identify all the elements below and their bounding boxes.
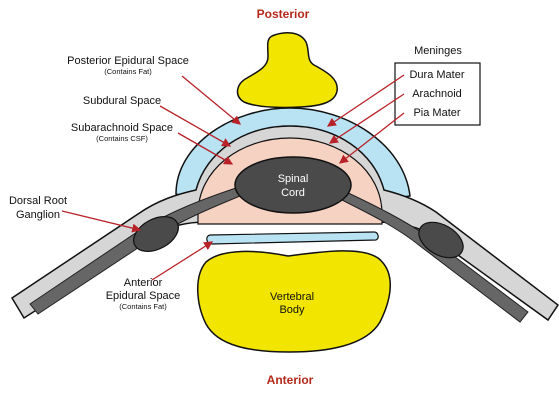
posterior-epidural-arrow xyxy=(182,76,240,124)
vertebral-body-label-line2: Body xyxy=(279,304,305,316)
anterior-epidural-space-label-line1: Anterior xyxy=(124,277,163,289)
vertebral-body-label-line1: Vertebral xyxy=(270,291,314,303)
posterior-epidural-space-label: Posterior Epidural Space xyxy=(67,55,189,67)
meninges-arachnoid: Arachnoid xyxy=(412,88,462,100)
meninges-title: Meninges xyxy=(414,45,462,57)
spinal-cord-label-line2: Cord xyxy=(281,187,305,199)
subdural-space-label: Subdural Space xyxy=(83,95,161,107)
anterior-label: Anterior xyxy=(267,373,314,387)
anterior-epidural-note: (Contains Fat) xyxy=(119,302,167,311)
dorsal-root-ganglion-label-line2: Ganglion xyxy=(16,209,60,221)
anterior-epidural-fat xyxy=(207,232,378,244)
subarachnoid-note: (Contains CSF) xyxy=(96,134,148,143)
spinal-cord xyxy=(235,157,351,213)
dura-mater-arrow xyxy=(328,75,404,126)
posterior-label: Posterior xyxy=(257,7,310,21)
spinous-process xyxy=(238,33,338,108)
anterior-epidural-space-label-line2: Epidural Space xyxy=(106,290,181,302)
posterior-epidural-note: (Contains Fat) xyxy=(104,67,152,76)
subarachnoid-space-label: Subarachnoid Space xyxy=(71,122,173,134)
meninges-pia-mater: Pia Mater xyxy=(413,107,460,119)
spinal-cord-label-line1: Spinal xyxy=(278,173,309,185)
dorsal-root-ganglion-label-line1: Dorsal Root xyxy=(9,195,67,207)
meninges-dura-mater: Dura Mater xyxy=(409,69,464,81)
